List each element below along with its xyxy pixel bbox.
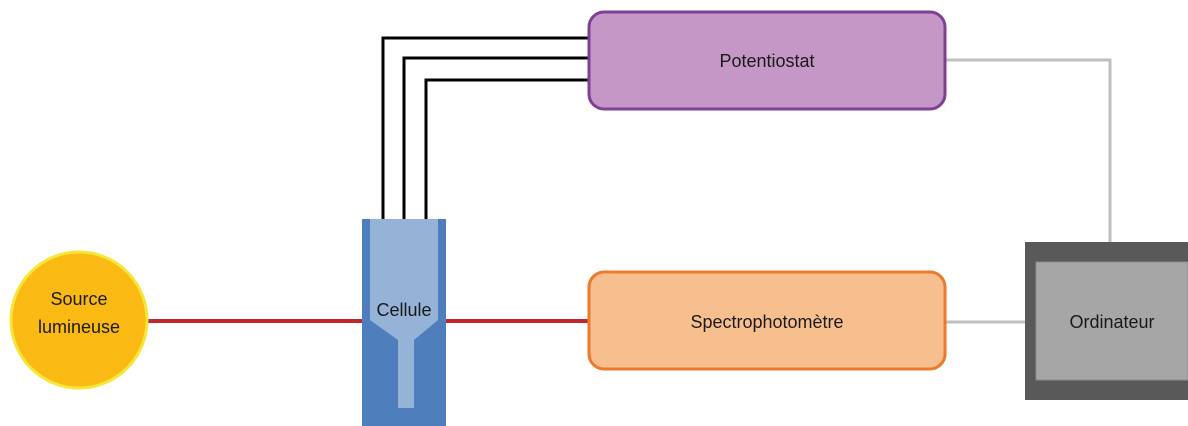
electrode-wire — [424, 78, 590, 220]
spectrophotometre-label: Spectrophotomètre — [690, 312, 843, 332]
connector-potentiostat-ordinateur — [946, 58, 1112, 242]
ordinateur-node: Ordinateur — [1025, 242, 1188, 400]
spectrophotometre-node: Spectrophotomètre — [587, 270, 947, 371]
cellule-node: Cellule — [362, 219, 446, 426]
source-lumineuse-node: Source lumineuse — [9, 250, 149, 390]
electrode-wires — [381, 36, 590, 220]
cell-inner-funnel — [370, 219, 438, 408]
source-label-line2: lumineuse — [38, 317, 120, 337]
cellule-label: Cellule — [376, 300, 431, 320]
potentiostat-node: Potentiostat — [587, 10, 947, 111]
ordinateur-label: Ordinateur — [1069, 312, 1154, 332]
potentiostat-label: Potentiostat — [719, 51, 814, 71]
ordinateur-screen — [1035, 261, 1188, 381]
electrode-wire — [381, 36, 590, 220]
source-label-line1: Source — [50, 289, 107, 309]
electrode-wire — [402, 56, 590, 220]
